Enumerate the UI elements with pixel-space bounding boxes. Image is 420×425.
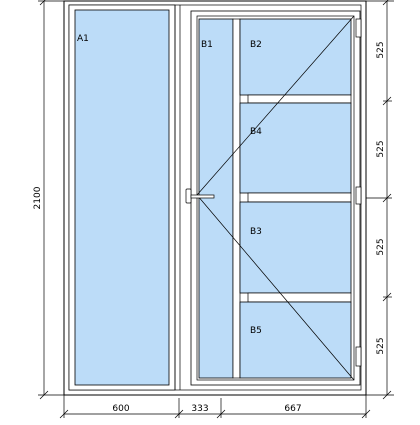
hinge-bottom-icon (355, 346, 362, 367)
dimension-height-total: 2100 (33, 0, 64, 400)
dim-label-height-total: 2100 (33, 186, 43, 209)
pane-label-b5: B5 (250, 326, 262, 336)
pane-label-a1: A1 (77, 34, 89, 44)
dimension-widths-bottom: 600 333 667 (59, 395, 371, 419)
hinge-top-icon (355, 18, 362, 38)
pane-label-b1: B1 (201, 40, 213, 50)
dimension-heights-right: 525 525 525 525 (366, 0, 394, 400)
glass-b4 (239, 102, 352, 194)
glass-a1 (74, 9, 170, 386)
pane-label-b2: B2 (250, 40, 262, 50)
bar-1 (247, 94, 352, 104)
glass-b1 (198, 18, 234, 379)
glass-b2 (239, 18, 352, 96)
dim-label-width-1: 600 (112, 404, 129, 414)
dim-label-height-1: 525 (376, 41, 386, 58)
bar-2 (247, 192, 352, 203)
dim-label-width-2: 333 (191, 404, 208, 414)
pane-label-b3: B3 (250, 227, 262, 237)
dim-label-height-4: 525 (376, 337, 386, 354)
glass-b5 (239, 301, 352, 379)
bar-3 (247, 292, 352, 303)
vertical-bar (232, 18, 241, 379)
opening-line-bottom (196, 194, 355, 381)
glass-b3 (239, 201, 352, 294)
hinge-middle-icon (355, 186, 362, 205)
dim-label-width-3: 667 (284, 404, 301, 414)
dim-label-height-3: 525 (376, 238, 386, 255)
pane-label-b4: B4 (250, 127, 262, 137)
dim-label-height-2: 525 (376, 140, 386, 157)
opening-line-top (196, 15, 355, 196)
handle-icon (185, 188, 192, 204)
handle-lever-icon (190, 194, 215, 199)
